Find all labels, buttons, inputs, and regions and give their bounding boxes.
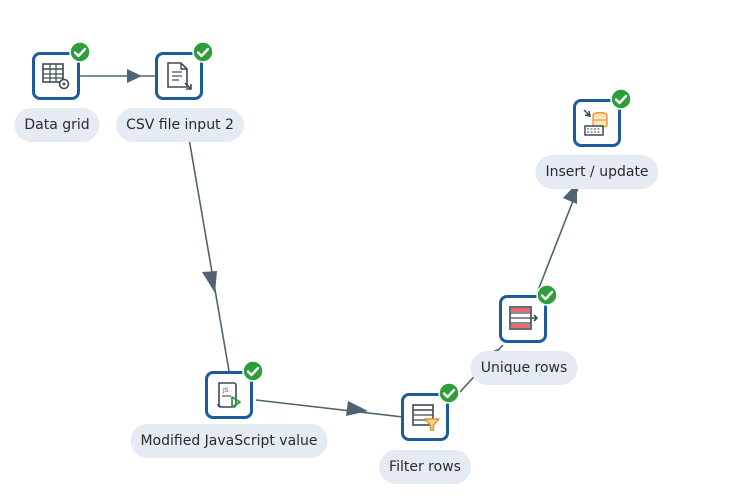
step-unique-rows[interactable] xyxy=(499,284,558,343)
hop-arrow-datagrid-csv xyxy=(127,69,142,83)
step-label-csv-file-input[interactable]: CSV file input 2 xyxy=(116,108,244,142)
svg-text:JS: JS xyxy=(222,387,229,394)
hop-js-to-filter[interactable] xyxy=(255,399,404,418)
step-label-unique-rows[interactable]: Unique rows xyxy=(470,351,578,385)
step-label-modified-javascript-value[interactable]: Modified JavaScript value xyxy=(130,424,328,458)
success-check-icon xyxy=(69,41,91,63)
hop-arrow-js-filter xyxy=(346,401,368,416)
hop-csv-to-js[interactable] xyxy=(186,126,230,372)
step-modified-javascript-value[interactable]: JS xyxy=(205,360,264,419)
step-label-insert-update[interactable]: Insert / update xyxy=(535,155,659,189)
step-label-data-grid[interactable]: Data grid xyxy=(14,108,100,142)
success-check-icon xyxy=(438,382,460,404)
success-check-icon xyxy=(192,41,214,63)
filter-rows-icon xyxy=(412,404,440,431)
csv-file-icon xyxy=(167,62,192,90)
insert-update-icon xyxy=(583,109,608,136)
step-insert-update[interactable] xyxy=(573,88,632,147)
javascript-icon: JS xyxy=(217,382,241,408)
step-csv-file-input[interactable] xyxy=(155,41,214,100)
success-check-icon xyxy=(610,88,632,110)
success-check-icon xyxy=(242,360,264,382)
data-grid-icon xyxy=(42,63,70,90)
step-filter-rows[interactable] xyxy=(401,382,460,441)
hop-arrow-csv-js xyxy=(202,271,217,293)
step-label-filter-rows[interactable]: Filter rows xyxy=(379,450,471,484)
unique-rows-icon xyxy=(509,306,538,330)
success-check-icon xyxy=(536,284,558,306)
step-data-grid[interactable] xyxy=(32,41,91,100)
